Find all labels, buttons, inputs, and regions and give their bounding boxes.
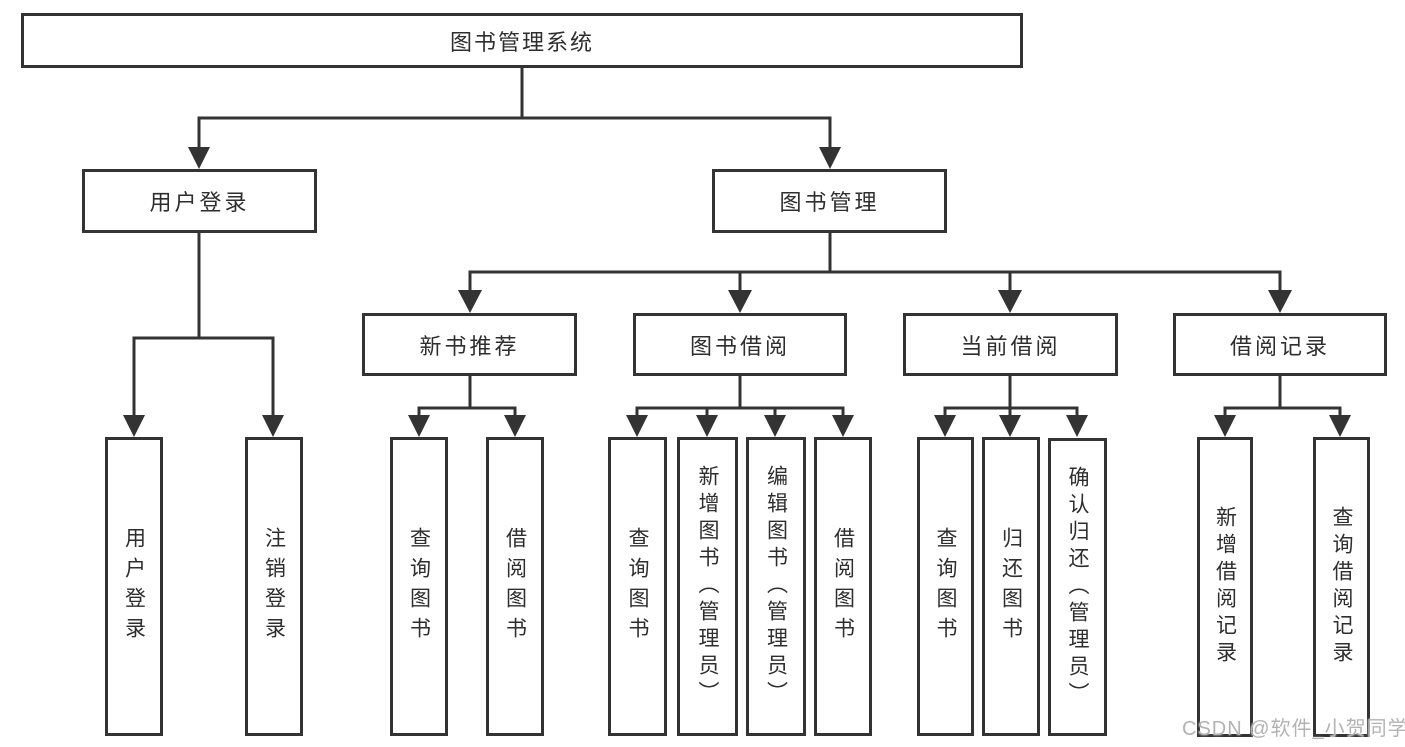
node-label: 查询图书 xyxy=(626,526,649,647)
node-label: 图书借阅 xyxy=(689,333,790,359)
node-label: 新增借阅记录 xyxy=(1213,506,1237,668)
node-label: 借阅图书 xyxy=(503,526,527,647)
node-label: 当前借阅 xyxy=(960,333,1061,359)
leaf-query-books-recommend: 查询图书 xyxy=(390,437,448,736)
node-new-book-recommendation: 新书推荐 xyxy=(362,313,577,376)
node-book-management: 图书管理 xyxy=(712,169,947,233)
node-label: 确认归还（管理员） xyxy=(1066,465,1089,709)
connector-book-management-children xyxy=(458,233,1292,313)
node-label: 新增图书（管理员） xyxy=(696,465,719,708)
node-label: 归还图书 xyxy=(999,526,1023,647)
node-label: 借阅图书 xyxy=(831,526,855,647)
node-label: 注销登录 xyxy=(262,526,286,647)
connector-new-book-children xyxy=(408,376,526,437)
node-label: 用户登录 xyxy=(149,190,250,215)
node-label: 新书推荐 xyxy=(419,333,520,359)
node-borrowing-records: 借阅记录 xyxy=(1173,313,1387,376)
node-label: 图书管理系统 xyxy=(449,29,594,55)
leaf-logout: 注销登录 xyxy=(245,437,303,736)
leaf-add-borrow-record: 新增借阅记录 xyxy=(1197,437,1253,737)
leaf-return-book: 归还图书 xyxy=(982,437,1040,736)
connector-root-to-level2 xyxy=(188,68,841,169)
leaf-query-books-current: 查询图书 xyxy=(917,437,974,736)
csdn-watermark: CSDN @软件_小贺同学 xyxy=(1182,718,1405,740)
node-label: 编辑图书（管理员） xyxy=(764,465,788,708)
leaf-user-login: 用户登录 xyxy=(105,437,163,736)
node-label: 图书管理 xyxy=(779,190,880,215)
node-label: 查询图书 xyxy=(407,526,431,647)
node-label: 用户登录 xyxy=(122,526,146,647)
leaf-query-books-borrow: 查询图书 xyxy=(608,437,667,736)
leaf-edit-book-admin: 编辑图书（管理员） xyxy=(746,437,806,736)
leaf-borrow-books: 借阅图书 xyxy=(814,437,872,736)
node-label: 查询借阅记录 xyxy=(1330,506,1353,668)
node-current-borrowing: 当前借阅 xyxy=(903,313,1118,376)
node-label: 借阅记录 xyxy=(1229,333,1330,359)
connector-current-borrow-children xyxy=(934,376,1088,437)
leaf-borrow-books-recommend: 借阅图书 xyxy=(486,437,544,736)
connector-book-borrow-children xyxy=(626,376,854,437)
connector-user-login-children xyxy=(123,233,284,437)
connector-borrow-record-children xyxy=(1214,376,1351,437)
node-library-management-system: 图书管理系统 xyxy=(21,13,1023,68)
node-user-login: 用户登录 xyxy=(82,169,317,233)
leaf-add-book-admin: 新增图书（管理员） xyxy=(677,437,738,736)
leaf-query-borrow-record: 查询借阅记录 xyxy=(1313,437,1370,737)
leaf-confirm-return-admin: 确认归还（管理员） xyxy=(1048,438,1107,736)
node-label: 查询图书 xyxy=(934,526,957,647)
node-book-borrowing: 图书借阅 xyxy=(633,313,847,376)
